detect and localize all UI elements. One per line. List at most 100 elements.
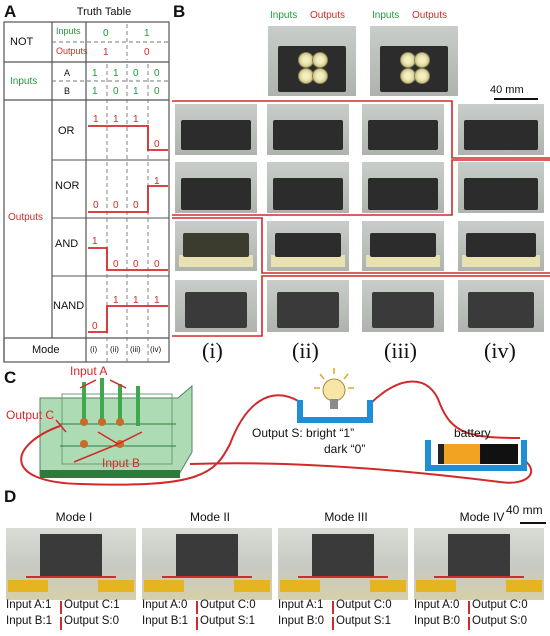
truth-table-title: Truth Table — [76, 6, 132, 18]
nor-value-3: 1 — [154, 176, 160, 187]
mode-iv-title: Mode IV — [459, 510, 505, 524]
not-photo-1 — [268, 26, 356, 96]
not-outputs-label: Outputs — [56, 46, 88, 56]
mode-iii-in-b: Input B:0 — [278, 615, 325, 627]
mode-label-iii: (iii) — [130, 345, 141, 354]
panel-b-mode-iii: (iii) — [384, 338, 417, 363]
mode-iii-in-a: Input A:1 — [278, 599, 324, 611]
panel-label-d: D — [4, 487, 17, 506]
input-a-label: A — [64, 68, 71, 78]
input-b-callout: Input B — [102, 456, 141, 470]
input-b-label: B — [64, 86, 71, 96]
and-photo-iv — [458, 221, 544, 271]
and-value-0: 1 — [92, 236, 98, 247]
truth-table: Truth Table NOT Inputs Outputs 0 1 1 0 I… — [0, 0, 172, 364]
nand-photo-iii — [362, 280, 444, 332]
mode-label: Mode — [32, 344, 60, 356]
and-value-2: 0 — [133, 259, 139, 270]
or-photo-i — [175, 104, 257, 155]
panel-c-drawing — [20, 368, 533, 486]
panel-b-mode-ii: (ii) — [292, 338, 319, 363]
input-a-2: 0 — [133, 68, 139, 79]
output-s-label: Output S — [252, 426, 300, 440]
mode-i-title: Mode I — [55, 510, 93, 524]
input-b-1: 0 — [113, 86, 119, 97]
nand-value-0: 0 — [92, 321, 98, 332]
panel-b-mode-iv: (iv) — [484, 338, 516, 363]
not-output-0: 1 — [103, 47, 109, 58]
mode-iv-out-s: Output S:0 — [472, 615, 527, 627]
mode-i-out-s: Output S:0 — [64, 615, 119, 627]
mode-iii-divider — [332, 601, 334, 614]
nand-value-2: 1 — [133, 295, 139, 306]
mode-iv-divider — [468, 617, 470, 630]
mode-iv-divider — [468, 601, 470, 614]
or-value-2: 1 — [133, 114, 139, 125]
nor-photo-i — [175, 162, 257, 213]
input-b-3: 0 — [154, 86, 160, 97]
mode-iii-out-c: Output C:0 — [336, 599, 392, 611]
mode-i-divider — [60, 601, 62, 614]
not-output-1: 0 — [144, 47, 150, 58]
panel-label-a: A — [4, 2, 17, 21]
nand-photo-iv — [458, 280, 544, 332]
and-value-3: 0 — [154, 259, 160, 270]
or-photo-iv — [458, 104, 544, 155]
panel-b-step-lines — [172, 100, 550, 337]
mode-iv-photo — [414, 528, 544, 600]
input-a-callout: Input A — [70, 364, 108, 378]
not-photo-2 — [370, 26, 458, 96]
battery-label: battery — [454, 426, 491, 440]
mode-iv-in-b: Input B:0 — [414, 615, 461, 627]
inputs-label: Inputs — [10, 76, 38, 87]
not-photo-2-outputs: Outputs — [412, 10, 448, 21]
panel-c: Input A Output C Input B Output S: brigh… — [0, 364, 550, 488]
not-photo-2-inputs: Inputs — [372, 10, 400, 21]
or-value-0: 1 — [93, 114, 99, 125]
mode-ii-divider — [196, 617, 198, 630]
or-photo-ii — [267, 104, 349, 155]
panel-d-scale-bar — [520, 522, 546, 524]
mode-i-photo — [6, 528, 136, 600]
gate-name-nand: NAND — [53, 300, 85, 312]
mode-ii-title: Mode II — [189, 510, 231, 524]
nand-photo-ii — [267, 280, 349, 332]
nand-value-1: 1 — [113, 295, 119, 306]
output-s-bright: : bright “1” — [299, 426, 355, 440]
not-inputs-label: Inputs — [56, 26, 81, 36]
mode-ii-divider — [196, 601, 198, 614]
not-input-1: 1 — [144, 28, 150, 39]
input-a-0: 1 — [92, 68, 98, 79]
and-photo-iii — [362, 221, 444, 271]
mode-i-in-b: Input B:1 — [6, 615, 53, 627]
mode-ii-photo — [142, 528, 272, 600]
truth-table-grid — [3, 21, 170, 363]
mode-iii-divider — [332, 617, 334, 630]
nand-value-3: 1 — [154, 295, 160, 306]
not-photo-1-outputs: Outputs — [310, 10, 346, 21]
output-s-callout: Output S: bright “1” — [252, 426, 354, 440]
mode-iii-title: Mode III — [324, 510, 368, 524]
input-a-3: 0 — [154, 68, 160, 79]
not-photo-1-inputs: Inputs — [270, 10, 298, 21]
panel-b-scale-bar — [494, 98, 538, 100]
nor-photo-iv — [458, 162, 544, 213]
mode-i-divider — [60, 617, 62, 630]
nor-value-2: 0 — [133, 200, 139, 211]
or-photo-iii — [362, 104, 444, 155]
mode-ii-in-b: Input B:1 — [142, 615, 189, 627]
panel-label-c: C — [4, 368, 17, 387]
and-photo-ii — [267, 221, 349, 271]
input-b-0: 1 — [92, 86, 98, 97]
mode-iv-in-a: Input A:0 — [414, 599, 460, 611]
output-c-callout: Output C — [6, 408, 55, 422]
mode-ii-in-a: Input A:0 — [142, 599, 188, 611]
or-value-3: 0 — [154, 139, 160, 150]
mode-i-in-a: Input A:1 — [6, 599, 52, 611]
panel-b: Inputs Outputs Inputs Outputs 40 mm — [172, 0, 550, 366]
panel-b-scale-label: 40 mm — [490, 84, 524, 96]
not-input-0: 0 — [103, 28, 109, 39]
panel-label-b: B — [173, 2, 186, 21]
input-a-1: 1 — [113, 68, 119, 79]
input-b-2: 1 — [133, 86, 139, 97]
